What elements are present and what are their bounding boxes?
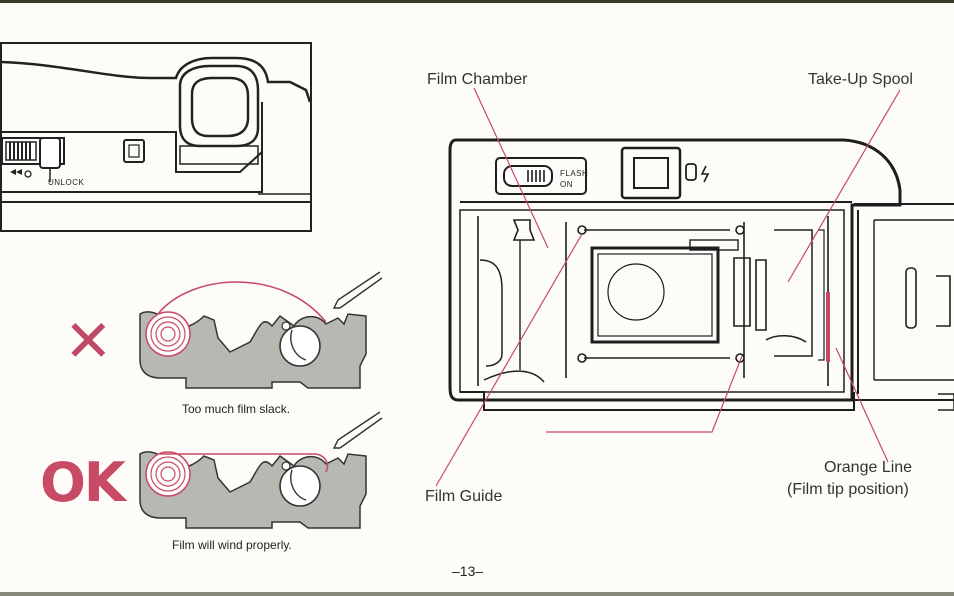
- caption-too-much-slack: Too much film slack.: [182, 402, 291, 416]
- ok-mark: OK: [40, 451, 126, 514]
- on-label: ON: [560, 180, 573, 189]
- camera-top-inset: UNLOCK: [0, 42, 312, 232]
- camera-back-drawing: [448, 138, 954, 411]
- page-number: –13–: [452, 563, 484, 579]
- caption-wind-properly: Film will wind properly.: [172, 538, 292, 552]
- top-rule: [0, 0, 954, 3]
- bottom-rule: [0, 592, 954, 596]
- label-film-tip-position: (Film tip position): [787, 481, 909, 498]
- label-film-chamber: Film Chamber: [427, 71, 528, 88]
- wrong-mark: ✕: [64, 307, 113, 375]
- unlock-label: UNLOCK: [48, 178, 85, 187]
- camera-top-drawing: [0, 42, 312, 232]
- film-slack-diagram: [139, 271, 383, 389]
- label-film-guide: Film Guide: [425, 488, 503, 505]
- label-take-up-spool: Take-Up Spool: [808, 71, 913, 88]
- film-proper-diagram: [139, 411, 383, 529]
- label-orange-line: Orange Line: [824, 459, 913, 476]
- flash-label: FLASH: [560, 169, 589, 178]
